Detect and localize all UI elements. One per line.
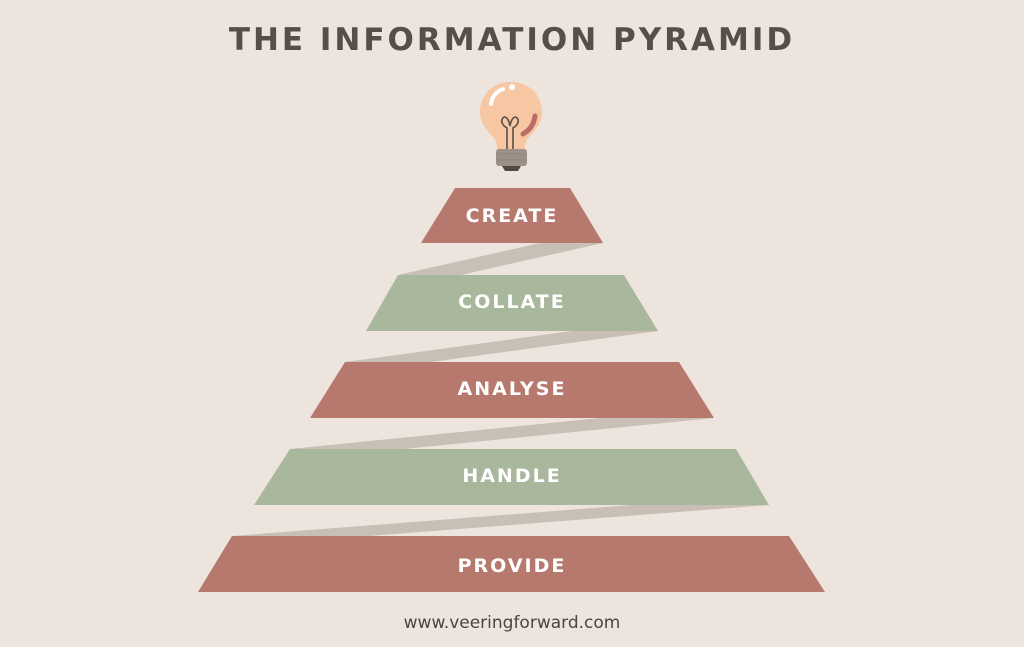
level-analyse bbox=[310, 362, 714, 418]
level-collate bbox=[366, 275, 658, 331]
connector bbox=[398, 243, 603, 275]
connector bbox=[290, 418, 714, 449]
level-label-provide: PROVIDE bbox=[457, 555, 567, 577]
level-label-create: CREATE bbox=[465, 205, 559, 227]
level-provide bbox=[198, 536, 825, 592]
lightbulb-icon bbox=[480, 82, 542, 171]
connector bbox=[232, 505, 769, 536]
footer-url: www.veeringforward.com bbox=[403, 613, 621, 633]
level-handle bbox=[254, 449, 769, 505]
connector bbox=[345, 331, 658, 362]
level-label-handle: HANDLE bbox=[462, 465, 562, 487]
level-create bbox=[421, 188, 603, 243]
page-title: THE INFORMATION PYRAMID bbox=[228, 22, 796, 58]
level-label-analyse: ANALYSE bbox=[457, 378, 567, 400]
level-label-collate: COLLATE bbox=[458, 291, 566, 313]
